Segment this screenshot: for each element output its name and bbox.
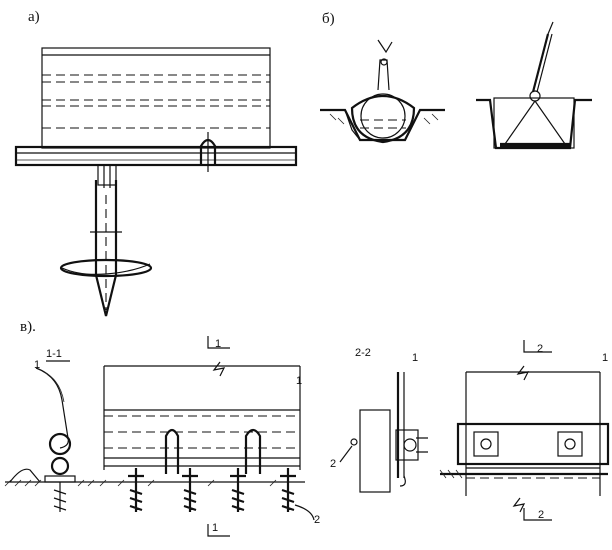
- cut-mark-1-top: [207, 336, 230, 349]
- panel-a-pipe-with-screw-anchor: [14, 47, 298, 317]
- panel-label-v: в).: [20, 319, 36, 335]
- front-view-pipe-with-anchors: [99, 336, 315, 537]
- panel-label-b: б): [322, 11, 335, 27]
- block-weight: [476, 21, 592, 150]
- callout-1-section11: 1: [34, 359, 41, 371]
- callout-1-cut-bottom-left: 1: [212, 522, 219, 534]
- section-2-2-view: [339, 372, 428, 493]
- callout-2-section22: 2: [330, 458, 337, 470]
- mounting-plate: [456, 422, 610, 466]
- pipe-body: [41, 47, 271, 149]
- callout-2-anchor: 2: [314, 514, 321, 526]
- callout-2-cut-top-right: 2: [537, 343, 544, 355]
- callout-1-cut-top-left: 1: [215, 338, 222, 350]
- screw-anchor: [59, 164, 153, 317]
- right-view-pipe-with-blocks: [439, 340, 610, 521]
- callout-1-section22: 1: [412, 352, 419, 364]
- cut-mark-1-bottom: [207, 524, 230, 537]
- panel-b-weights: [320, 21, 592, 150]
- support-beam: [14, 145, 298, 167]
- section-label-1-1: 1-1: [46, 348, 62, 360]
- anchor-row: [128, 468, 296, 512]
- panel-label-a: а): [28, 9, 40, 25]
- saddle-weight: [320, 39, 445, 144]
- callout-1-front-view: 1: [296, 375, 303, 387]
- section-1-1-view: [4, 360, 100, 512]
- callout-1-right-view: 1: [602, 352, 609, 364]
- section-label-2-2: 2-2: [355, 347, 371, 359]
- callout-2-cut-bottom-right: 2: [538, 509, 545, 521]
